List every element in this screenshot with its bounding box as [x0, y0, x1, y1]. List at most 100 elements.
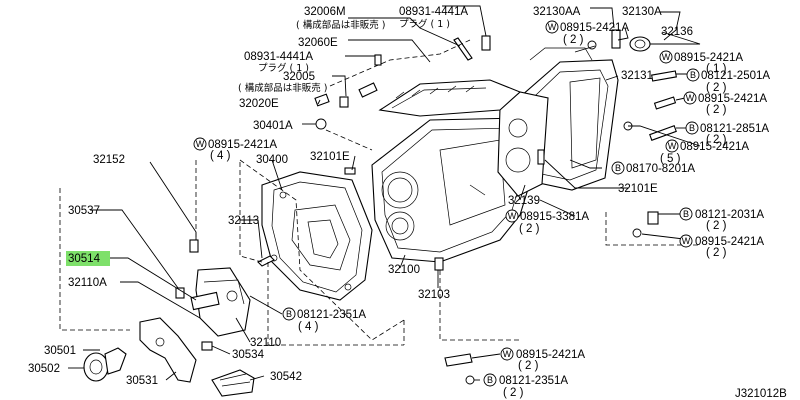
- svg-text:B: B: [689, 123, 695, 133]
- label-08121-2501A[interactable]: 08121-2501A: [701, 70, 770, 82]
- label-32060E[interactable]: 32060E: [298, 37, 338, 49]
- svg-text:B: B: [615, 163, 621, 173]
- label-08121-2351A-a[interactable]: 08121-2351A: [297, 309, 366, 321]
- highlight-30514: [66, 251, 110, 266]
- adapter-plate: [497, 91, 549, 197]
- qty-08915-3381A: ( 2 ): [519, 223, 540, 235]
- label-32101E-b[interactable]: 32101E: [618, 183, 658, 195]
- w-circle-g: W: [679, 234, 693, 248]
- diagram-id: J321012B: [735, 388, 787, 400]
- qty-08915-2421A-b: ( 1 ): [706, 63, 727, 75]
- label-plug-mid: プラグ ( 1 ): [258, 62, 309, 74]
- label-32113[interactable]: 32113: [228, 215, 259, 227]
- qty-08915-2421A-c: ( 2 ): [706, 104, 727, 116]
- svg-text:W: W: [662, 52, 671, 62]
- label-30534[interactable]: 30534: [232, 349, 265, 361]
- front-cover-32110: [190, 267, 251, 337]
- svg-text:B: B: [690, 70, 696, 80]
- qty-08121-2351A-a: ( 4 ): [298, 321, 319, 333]
- svg-text:W: W: [686, 93, 695, 103]
- label-32130AA[interactable]: 32130AA: [533, 6, 581, 18]
- label-08915-2421A-a[interactable]: 08915-2421A: [560, 22, 629, 34]
- label-08931-4441A-mid[interactable]: 08931-4441A: [244, 51, 313, 63]
- label-32005[interactable]: 32005: [283, 71, 315, 83]
- svg-text:B: B: [683, 209, 689, 219]
- svg-text:W: W: [548, 22, 557, 32]
- label-30502[interactable]: 30502: [28, 363, 60, 375]
- b-circle-d: B: [679, 207, 693, 221]
- label-32101E-a[interactable]: 32101E: [310, 151, 350, 163]
- label-08915-3381A[interactable]: 08915-3381A: [520, 211, 589, 223]
- dust-boot-30542: [211, 369, 255, 397]
- qty-08915-2421A-d: ( 4 ): [210, 150, 231, 162]
- label-32006M[interactable]: 32006M: [304, 6, 346, 18]
- label-32110[interactable]: 32110: [250, 337, 281, 349]
- w-circle-e: W: [665, 139, 679, 153]
- label-32152[interactable]: 32152: [93, 154, 125, 166]
- label-32020E[interactable]: 32020E: [239, 98, 279, 110]
- label-08915-2421A-c[interactable]: 08915-2421A: [698, 93, 767, 105]
- label-30400[interactable]: 30400: [256, 154, 288, 166]
- b-circle-c: B: [611, 161, 625, 175]
- w-circle-d: W: [193, 137, 207, 151]
- svg-text:B: B: [487, 375, 493, 385]
- label-32130A[interactable]: 32130A: [622, 6, 662, 18]
- qty-08915-2421A-a: ( 2 ): [563, 34, 584, 46]
- b-circle-a: B: [686, 68, 700, 82]
- label-08170-8201A[interactable]: 08170-8201A: [626, 163, 695, 175]
- qty-08121-2851A: ( 2 ): [706, 134, 727, 146]
- qty-08121-2351A-b: ( 2 ): [503, 387, 524, 399]
- label-08121-2031A[interactable]: 08121-2031A: [695, 209, 764, 221]
- part-labels: 32006M ( 構成部品は非販売 ) 08931-4441A プラグ ( 1 …: [28, 6, 787, 400]
- svg-text:W: W: [196, 139, 205, 149]
- w-circle-c: W: [683, 91, 697, 105]
- label-30542[interactable]: 30542: [270, 371, 302, 383]
- qty-08121-2501A: ( 2 ): [706, 82, 727, 94]
- label-08121-2851A[interactable]: 08121-2851A: [700, 123, 769, 135]
- svg-text:W: W: [503, 349, 512, 359]
- assembly-dash-lines: [59, 39, 700, 346]
- upper-cover: [378, 79, 522, 117]
- label-30401A[interactable]: 30401A: [253, 120, 293, 132]
- qty-08915-2421A-f: ( 2 ): [706, 247, 727, 259]
- label-08915-2421A-g[interactable]: 08915-2421A: [516, 349, 585, 361]
- w-circle-a: W: [545, 20, 559, 34]
- label-08121-2351A-b[interactable]: 08121-2351A: [499, 375, 568, 387]
- label-30514[interactable]: 30514: [68, 253, 101, 265]
- label-08931-4441A-top[interactable]: 08931-4441A: [399, 6, 468, 18]
- release-bearing-30502: [83, 347, 127, 382]
- w-circle-h: W: [500, 347, 514, 361]
- qty-08121-2031A: ( 2 ): [706, 220, 727, 232]
- label-plug-top: プラグ ( 1 ): [399, 18, 450, 30]
- svg-text:W: W: [682, 236, 691, 246]
- svg-text:W: W: [668, 141, 677, 151]
- b-circle-e: B: [282, 307, 296, 321]
- label-32110A[interactable]: 32110A: [68, 277, 107, 289]
- label-08915-2421A-e[interactable]: 08915-2421A: [680, 141, 749, 153]
- withdrawal-lever-30531: [139, 317, 197, 383]
- b-circle-f: B: [483, 373, 497, 387]
- w-circle-f: W: [505, 209, 519, 223]
- qty-08915-2421A-g: ( 2 ): [518, 360, 539, 372]
- note-non-saleable-mid: ( 構成部品は非販売 ): [238, 82, 327, 94]
- label-32136[interactable]: 32136: [661, 26, 693, 38]
- label-08915-2421A-d[interactable]: 08915-2421A: [208, 139, 277, 151]
- label-32139[interactable]: 32139: [508, 195, 540, 207]
- b-circle-b: B: [685, 121, 699, 135]
- svg-text:B: B: [286, 309, 292, 319]
- label-30531[interactable]: 30531: [126, 375, 158, 387]
- label-30537[interactable]: 30537: [68, 205, 100, 217]
- label-30501[interactable]: 30501: [44, 345, 76, 357]
- label-32100[interactable]: 32100: [388, 264, 420, 276]
- label-08915-2421A-b[interactable]: 08915-2421A: [674, 52, 743, 64]
- clutch-housing-30400: [261, 171, 373, 301]
- w-circle-b: W: [659, 50, 673, 64]
- transmission-case-32100: [371, 117, 541, 263]
- label-32131[interactable]: 32131: [621, 70, 653, 82]
- note-non-saleable-top: ( 構成部品は非販売 ): [296, 19, 385, 31]
- prefix-circles: W W B W B W W B W B W B W B: [193, 20, 700, 387]
- label-32103[interactable]: 32103: [418, 289, 450, 301]
- svg-text:W: W: [508, 211, 517, 221]
- label-08915-2421A-f[interactable]: 08915-2421A: [695, 236, 764, 248]
